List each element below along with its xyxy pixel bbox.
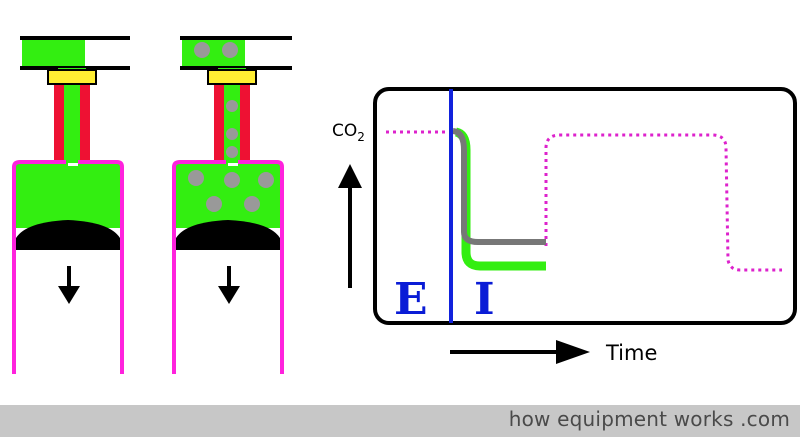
co2-particle: [244, 196, 260, 212]
up-arrow-icon: [338, 164, 362, 288]
co2-particle: [226, 128, 238, 140]
cylinder-wall: [12, 160, 124, 374]
co2-particle: [224, 172, 240, 188]
co2-particle: [188, 170, 204, 186]
inlet-gas-fresh: [22, 38, 85, 68]
phase-e-label: E: [394, 274, 428, 325]
co2-trace-dotted: [544, 133, 782, 272]
chamber-gas-fresh: [14, 162, 122, 228]
valve: [47, 69, 97, 85]
co2-particle: [194, 42, 210, 58]
graph-frame: [373, 87, 797, 325]
co2-trace-gray: [452, 128, 546, 245]
time-axis-label: Time: [605, 341, 657, 365]
co2-particle: [258, 172, 274, 188]
cylinder-fresh-gas: [12, 36, 130, 374]
tube-left-wall: [214, 72, 224, 164]
footer-credit: how equipment works .com: [508, 407, 790, 431]
cylinder-co2: [172, 36, 292, 374]
tube-right-wall: [240, 72, 250, 164]
footer-bar: how equipment works .com: [0, 405, 800, 437]
phase-i-label: I: [474, 274, 495, 325]
cylinder-wall: [172, 160, 284, 374]
down-arrow-icon: [58, 266, 80, 304]
down-arrow-icon: [218, 266, 240, 304]
valve: [207, 69, 257, 85]
co2-trace-green: [454, 127, 546, 271]
piston: [16, 220, 120, 250]
co2-axis-label: CO2: [332, 121, 365, 144]
piston: [176, 220, 280, 250]
tube-left-wall: [54, 72, 64, 164]
co2-particle: [226, 146, 238, 158]
co2-breathing-diagram: CO2 E I Time: [12, 36, 797, 374]
co2-particle: [226, 100, 238, 112]
right-arrow-icon: [450, 340, 590, 364]
co2-particle: [206, 196, 222, 212]
co2-particle: [222, 42, 238, 58]
tube-right-wall: [80, 72, 90, 164]
chamber-gas-co2: [174, 162, 282, 228]
co2-graph: CO2 E I Time: [332, 87, 797, 365]
